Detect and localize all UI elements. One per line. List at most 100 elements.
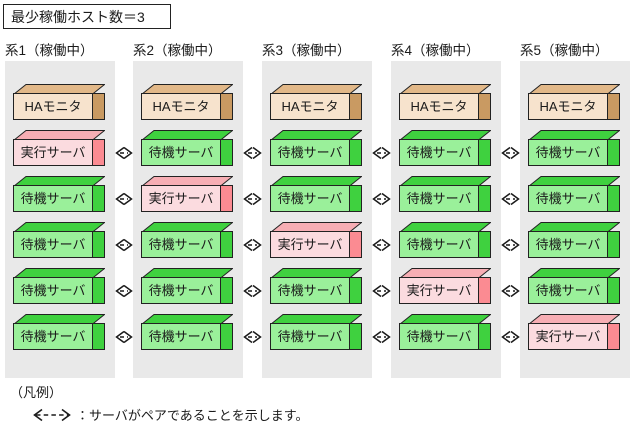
box-front-face: 実行サーバ [399, 277, 479, 304]
standby-server-box-label: 待機サーバ [406, 329, 472, 344]
pair-arrow-col4-col5-row3 [501, 238, 520, 252]
box-side-face [478, 277, 491, 304]
active-server-box-label: 実行サーバ [277, 237, 343, 252]
standby-server-box-label: 待機サーバ [277, 145, 343, 160]
box-side-face [607, 231, 620, 258]
box-top-face [270, 130, 362, 141]
pair-arrow-col1-col2-row5 [115, 330, 133, 344]
box-side-face [92, 185, 105, 212]
box-side-face [349, 277, 362, 304]
active-server-box-label: 実行サーバ [535, 329, 601, 344]
pair-arrow-col4-col5-row1 [501, 146, 520, 160]
box-front-face: 待機サーバ [399, 139, 479, 166]
min-active-hosts-title-text: 最少稼働ホスト数＝3 [11, 8, 145, 25]
box-front-face: 待機サーバ [399, 231, 479, 258]
box-front-face: 待機サーバ [528, 231, 608, 258]
box-side-face [349, 323, 362, 350]
box-top-face [270, 314, 362, 325]
box-side-face [607, 139, 620, 166]
box-top-face [399, 130, 491, 141]
box-top-face [270, 176, 362, 187]
standby-server-box: 待機サーバ [399, 222, 491, 258]
box-top-face [399, 84, 491, 95]
standby-server-box-label: 待機サーバ [535, 237, 601, 252]
pair-arrow-col2-col3-row4 [243, 284, 262, 298]
box-side-face [349, 231, 362, 258]
box-front-face: 待機サーバ [141, 139, 221, 166]
box-side-face [220, 139, 233, 166]
box-top-face [528, 176, 620, 187]
box-front-face: 待機サーバ [13, 231, 93, 258]
pair-arrow-col1-col2-row4 [115, 284, 133, 298]
ha-monitor-box-label: HAモニタ [410, 99, 468, 114]
standby-server-box-label: 待機サーバ [406, 191, 472, 206]
standby-server-box: 待機サーバ [399, 130, 491, 166]
standby-server-box-label: 待機サーバ [406, 237, 472, 252]
box-top-face [141, 314, 233, 325]
standby-server-box: 待機サーバ [270, 176, 362, 212]
ha-monitor-box: HAモニタ [13, 84, 105, 120]
double-headed-dashed-arrow-icon [30, 408, 74, 422]
box-side-face [478, 93, 491, 120]
standby-server-box: 待機サーバ [528, 176, 620, 212]
box-front-face: HAモニタ [141, 93, 221, 120]
standby-server-box: 待機サーバ [141, 130, 233, 166]
box-top-face [141, 176, 233, 187]
box-top-face [141, 130, 233, 141]
box-top-face [13, 314, 105, 325]
box-side-face [92, 139, 105, 166]
box-front-face: 待機サーバ [13, 185, 93, 212]
pair-arrow-col1-col2-row1 [115, 146, 133, 160]
box-side-face [478, 185, 491, 212]
system-column-4-header: 系4（稼働中） [391, 43, 480, 58]
standby-server-box-label: 待機サーバ [20, 329, 86, 344]
box-front-face: 待機サーバ [399, 323, 479, 350]
box-top-face [13, 176, 105, 187]
standby-server-box-label: 待機サーバ [535, 283, 601, 298]
box-side-face [92, 93, 105, 120]
box-front-face: 実行サーバ [13, 139, 93, 166]
box-side-face [92, 323, 105, 350]
box-side-face [92, 231, 105, 258]
box-top-face [141, 222, 233, 233]
pair-arrow-col2-col3-row1 [243, 146, 262, 160]
standby-server-box: 待機サーバ [528, 268, 620, 304]
box-side-face [349, 139, 362, 166]
box-front-face: 実行サーバ [270, 231, 350, 258]
box-top-face [270, 222, 362, 233]
box-top-face [528, 84, 620, 95]
ha-monitor-box-label: HAモニタ [24, 99, 82, 114]
system-column-3-header: 系3（稼働中） [262, 43, 351, 58]
ha-monitor-box: HAモニタ [270, 84, 362, 120]
box-front-face: 待機サーバ [528, 185, 608, 212]
legend-title: （凡例） [10, 385, 63, 400]
box-front-face: 待機サーバ [13, 277, 93, 304]
system-column-1-panel: HAモニタ実行サーバ待機サーバ待機サーバ待機サーバ待機サーバ [5, 61, 115, 378]
box-side-face [220, 277, 233, 304]
pair-arrow-col2-col3-row2 [243, 192, 262, 206]
system-column-2-panel: HAモニタ待機サーバ実行サーバ待機サーバ待機サーバ待機サーバ [133, 61, 243, 378]
box-top-face [399, 222, 491, 233]
system-column-2-header: 系2（稼働中） [133, 43, 222, 58]
ha-monitor-box: HAモニタ [141, 84, 233, 120]
box-top-face [13, 84, 105, 95]
box-top-face [141, 268, 233, 279]
system-columns-container: 系1（稼働中）HAモニタ実行サーバ待機サーバ待機サーバ待機サーバ待機サーバ系2（… [0, 44, 644, 380]
standby-server-box-label: 待機サーバ [148, 145, 214, 160]
system-column-3-panel: HAモニタ待機サーバ待機サーバ実行サーバ待機サーバ待機サーバ [262, 61, 372, 378]
system-column-1-header: 系1（稼働中） [5, 43, 94, 58]
active-server-box-label: 実行サーバ [406, 283, 472, 298]
ha-monitor-box: HAモニタ [528, 84, 620, 120]
box-side-face [220, 185, 233, 212]
standby-server-box: 待機サーバ [399, 176, 491, 212]
min-active-hosts-title-box: 最少稼働ホスト数＝3 [3, 4, 171, 29]
box-front-face: 実行サーバ [141, 185, 221, 212]
standby-server-box: 待機サーバ [399, 314, 491, 350]
ha-monitor-box-label: HAモニタ [152, 99, 210, 114]
box-front-face: HAモニタ [399, 93, 479, 120]
active-server-box: 実行サーバ [270, 222, 362, 258]
standby-server-box-label: 待機サーバ [148, 237, 214, 252]
box-side-face [478, 323, 491, 350]
box-side-face [220, 323, 233, 350]
box-top-face [13, 130, 105, 141]
